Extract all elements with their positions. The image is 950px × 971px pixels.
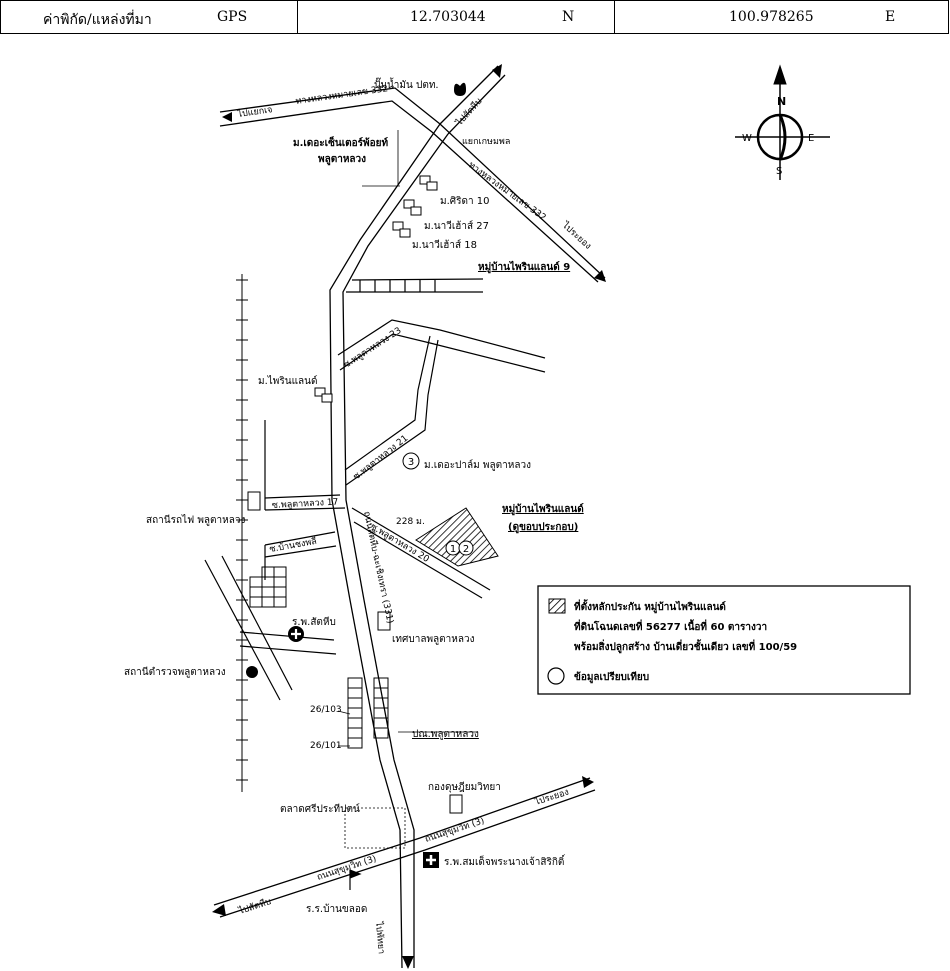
longitude-cell: 100.978265 E — [615, 1, 948, 33]
label-ptt: ปั๊มน้ำมัน ปตท. — [374, 77, 439, 91]
municipality-icon — [377, 611, 391, 631]
label-subject-1: หมู่บ้านไพรินแลนด์ — [502, 502, 584, 516]
legend-line-2: ที่ดินโฉนดเลขที่ 56277 เนื้อที่ 60 ตาราง… — [574, 619, 767, 633]
label-school-bottom: ร.ร.บ้านขลอด — [306, 903, 367, 915]
label-market: ตลาดศรีประทีปตน์ — [280, 803, 360, 815]
highway-332 — [219, 87, 606, 283]
leader-lines — [337, 130, 476, 747]
road-soi-17 — [264, 420, 346, 511]
arrow-northeast-icon — [492, 64, 502, 78]
ptt-fuel-icon — [454, 82, 466, 96]
road-north-east — [439, 65, 506, 135]
label-sukhumvit-right: ถนนสุขุมวิท (3) — [424, 815, 486, 845]
svg-text:3: 3 — [408, 457, 414, 468]
road-pinland-9 — [346, 278, 484, 293]
label-soi21: ซ.พลูตาหลวง 21 — [352, 434, 411, 483]
arrow-west-top-icon — [222, 112, 232, 122]
road-soi-ban-chong — [239, 531, 337, 655]
subject-property-lot — [415, 507, 499, 567]
arrow-south-icon — [402, 956, 414, 969]
label-municipality: เทศบาลพลูตาหลวง — [392, 634, 475, 645]
label-police: สถานีตำรวจพลูตาหลวง — [124, 666, 226, 678]
shophouse-blocks — [347, 677, 389, 749]
label-soi17: ซ.พลูตาหลวง 17 — [272, 498, 339, 511]
label-to-rayong-top: ไประยอง — [559, 219, 593, 251]
road-sukhumvit — [213, 777, 596, 918]
label-post-office: ปณ.พลูตาหลวง — [412, 729, 479, 740]
longitude-value: 100.978265 — [729, 9, 814, 25]
road-soi-20 — [351, 507, 491, 599]
road-soi-23 — [337, 319, 546, 373]
label-hospital-sattahip: ร.พ.สัตหีบ — [292, 616, 336, 628]
header-label-cell: ค่าพิกัด/แหล่งที่มา GPS — [1, 1, 298, 33]
label-school: กองดุษฎียมวิทยา — [428, 781, 501, 793]
legend-line-4: ข้อมูลเปรียบเทียบ — [574, 671, 649, 684]
hospital-queen-icon — [423, 852, 439, 868]
legend-box — [537, 585, 911, 695]
label-the-scene-1: ม.เดอะเซ็นเตอร์พ้อยท์ — [293, 135, 388, 149]
svg-text:2: 2 — [463, 544, 469, 555]
label-hw332-right: ทางหลวงหมายเลข 332 — [466, 160, 547, 223]
legend-line-1: ที่ตั้งหลักประกัน หมู่บ้านไพรินแลนด์ — [574, 599, 726, 614]
label-to-sattahip-top: ไปสัตหีบ — [453, 96, 484, 129]
legend-circle-swatch — [547, 667, 565, 685]
header-label: ค่าพิกัด/แหล่งที่มา — [43, 12, 152, 28]
marker-3: 3 — [402, 452, 420, 470]
compass-e: E — [808, 133, 814, 144]
legend-hatch-swatch — [548, 598, 566, 614]
road-soi-21 — [344, 335, 439, 486]
label-pinland: ม.ไพรินแลนด์ — [258, 375, 318, 387]
label-hospital-queen: ร.พ.สมเด็จพระนางเจ้าสิริกิติ์ — [444, 854, 566, 868]
header-source: GPS — [217, 9, 248, 25]
label-subject-2: (ดูขอบประกอบ) — [508, 521, 578, 534]
label-navee27: ม.นาวีเฮ้าส์ 27 — [424, 220, 489, 232]
label-intersection: แยกเกษมพล — [462, 137, 510, 147]
road-diagonal-west — [204, 555, 293, 701]
compass-icon — [735, 64, 830, 180]
coordinate-header: ค่าพิกัด/แหล่งที่มา GPS 12.703044 N 100.… — [0, 0, 949, 34]
latitude-direction: N — [562, 9, 575, 25]
compass-s: S — [776, 166, 782, 177]
police-icon — [246, 666, 258, 678]
compass-n: N — [777, 95, 786, 108]
label-26-101: 26/101 — [310, 741, 342, 751]
label-pinland9: หมู่บ้านไพรินแลนด์ 9 — [478, 260, 570, 274]
marker-2: 2 — [458, 540, 474, 556]
road-331 — [329, 123, 449, 969]
label-lot-228: 228 ม. — [396, 517, 425, 527]
legend-line-3: พร้อมสิ่งปลูกสร้าง บ้านเดี่ยวชั้นเดียว เ… — [574, 639, 797, 654]
house-icons — [314, 175, 438, 403]
label-to-pattaya: ไปพัทยา — [373, 920, 387, 954]
school-icon — [449, 794, 463, 814]
label-to-sattahip-bottom: ไปสัตหีบ — [237, 896, 273, 917]
hospital-sattahip-icon — [288, 626, 304, 642]
compass-w: W — [742, 133, 752, 144]
housing-blocks — [249, 566, 287, 608]
marker-1: 1 — [445, 540, 461, 556]
label-to-yenchi: ไปแยกเจ — [236, 104, 273, 120]
direction-arrows — [212, 64, 606, 969]
latitude-value: 12.703044 — [410, 9, 486, 25]
arrow-west-bottom-icon — [212, 904, 226, 916]
label-navee18: ม.นาวีเฮ้าส์ 18 — [412, 239, 477, 251]
arrow-east-bottom-icon — [582, 776, 594, 788]
label-siriya: ม.ศิริดา 10 — [440, 196, 490, 207]
location-map: 1 2 3 N S E W ทางหลวงหมายเลข 332 ไปแยกเจ… — [124, 64, 911, 969]
label-26-103: 26/103 — [310, 705, 342, 715]
rail-station-icon — [247, 491, 261, 511]
label-rail-station: สถานีรถไฟ พลูตาหลวง — [146, 514, 245, 526]
arrow-rayong-top-icon — [594, 270, 606, 282]
market-area — [344, 807, 406, 849]
latitude-cell: 12.703044 N — [298, 1, 615, 33]
railway — [236, 274, 248, 792]
label-the-palm: ม.เดอะปาล์ม พลูตาหลวง — [424, 459, 531, 471]
svg-text:1: 1 — [450, 544, 456, 555]
longitude-direction: E — [885, 9, 896, 25]
label-the-scene-2: พลูตาหลวง — [318, 154, 366, 166]
flag-icon — [349, 869, 362, 890]
